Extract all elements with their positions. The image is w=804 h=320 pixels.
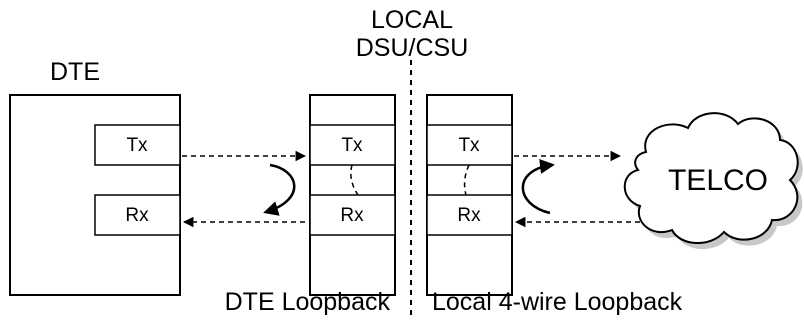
dsu-left-rx-label: Rx (340, 205, 364, 226)
dte-loopback-arrow (263, 163, 296, 216)
dsu-csu-title: DSU/CSU (356, 34, 469, 62)
dte-tx-label: Tx (126, 135, 148, 156)
local-4wire-loopback-arrow (521, 159, 555, 215)
dsu-left-tx-label: Tx (341, 135, 363, 156)
dsu-left-tx-box (309, 124, 396, 166)
dsu-left-internal-link (350, 164, 359, 196)
local-4wire-loopback-caption: Local 4-wire Loopback (432, 288, 683, 316)
dsu-left-rx-box (309, 194, 396, 236)
dsu-right-tx-box (426, 124, 513, 166)
dte-loopback-caption: DTE Loopback (225, 288, 391, 316)
dte-tx-box (94, 124, 181, 166)
dte-title: DTE (50, 58, 100, 86)
telco-cloud-icon (623, 112, 803, 250)
dsu-right-internal-link (463, 164, 470, 196)
telco-label: TELCO (668, 164, 768, 197)
dsu-right-rx-label: Rx (457, 205, 481, 226)
dte-rx-box (94, 194, 181, 236)
dsu-right-tx-label: Tx (458, 135, 480, 156)
dsu-right-rx-box (426, 194, 513, 236)
dte-rx-label: Rx (125, 205, 149, 226)
local-title: LOCAL (371, 6, 453, 34)
